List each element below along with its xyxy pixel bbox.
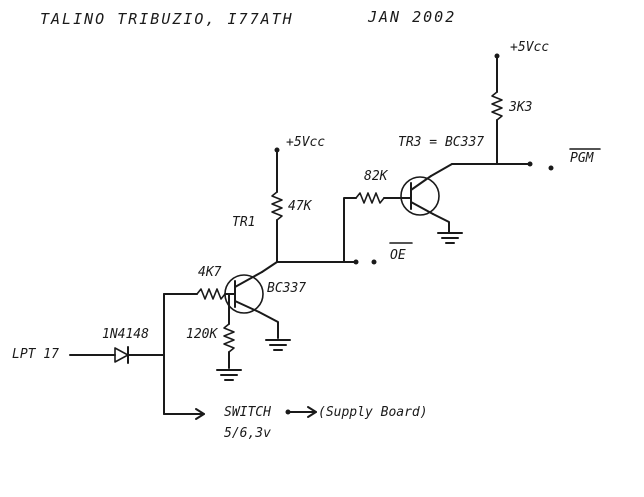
- ground-tr1: [265, 339, 291, 351]
- resistor-47k: [271, 191, 283, 263]
- ground-tr3: [437, 232, 463, 244]
- oe-label: OE: [390, 248, 406, 263]
- resistor-120k: [223, 323, 235, 369]
- tr3-collector-lead: [430, 163, 453, 177]
- resistor-4k7: [163, 288, 236, 300]
- tr1-emitter-lead: [258, 311, 279, 339]
- lpt-label: LPT 17: [12, 347, 59, 362]
- transistor-tr3: [400, 175, 440, 216]
- tr3-label: TR3 = BC337: [398, 135, 484, 150]
- tr1-label: TR1: [232, 215, 255, 230]
- switch-voltage-label: 5/6,3v: [224, 426, 271, 441]
- pgm-node: [527, 161, 533, 167]
- diode-label: 1N4148: [102, 327, 149, 342]
- resistor-3k3: [491, 91, 503, 165]
- switch-node: [285, 409, 291, 415]
- pgm-terminal: [548, 165, 554, 171]
- resistor-3k3-label: 3K3: [508, 100, 532, 115]
- resistor-82k-label: 82K: [364, 169, 389, 184]
- oe-to-82k-wire: [343, 197, 357, 263]
- resistor-4k7-label: 4K7: [198, 265, 222, 280]
- ground-120k: [216, 369, 242, 381]
- supply-board-label: (Supply Board): [318, 405, 428, 420]
- resistor-120k-label: 120K: [186, 327, 218, 342]
- vcc-top-label: +5Vcc: [510, 40, 549, 55]
- diode-1n4148: [114, 346, 129, 364]
- switch-label: SWITCH: [224, 405, 271, 420]
- resistor-82k: [355, 192, 412, 204]
- header-date: JAN 2002: [367, 8, 456, 26]
- pgm-label: PGM: [570, 151, 595, 166]
- resistor-47k-label: 47K: [288, 199, 313, 214]
- vcc-mid-label: +5Vcc: [286, 135, 325, 150]
- oe-node: [353, 259, 359, 265]
- vcc-top-rail: [494, 53, 500, 93]
- tr3-emitter-lead: [432, 213, 450, 233]
- bc337-label: BC337: [267, 281, 306, 296]
- vcc-mid-rail: [274, 147, 280, 193]
- supply-arrow-icon: [307, 406, 317, 418]
- header-title: TALINO TRIBUZIO, I77ATH: [40, 10, 294, 28]
- switch-arrow-icon: [195, 408, 205, 420]
- oe-terminal: [371, 259, 377, 265]
